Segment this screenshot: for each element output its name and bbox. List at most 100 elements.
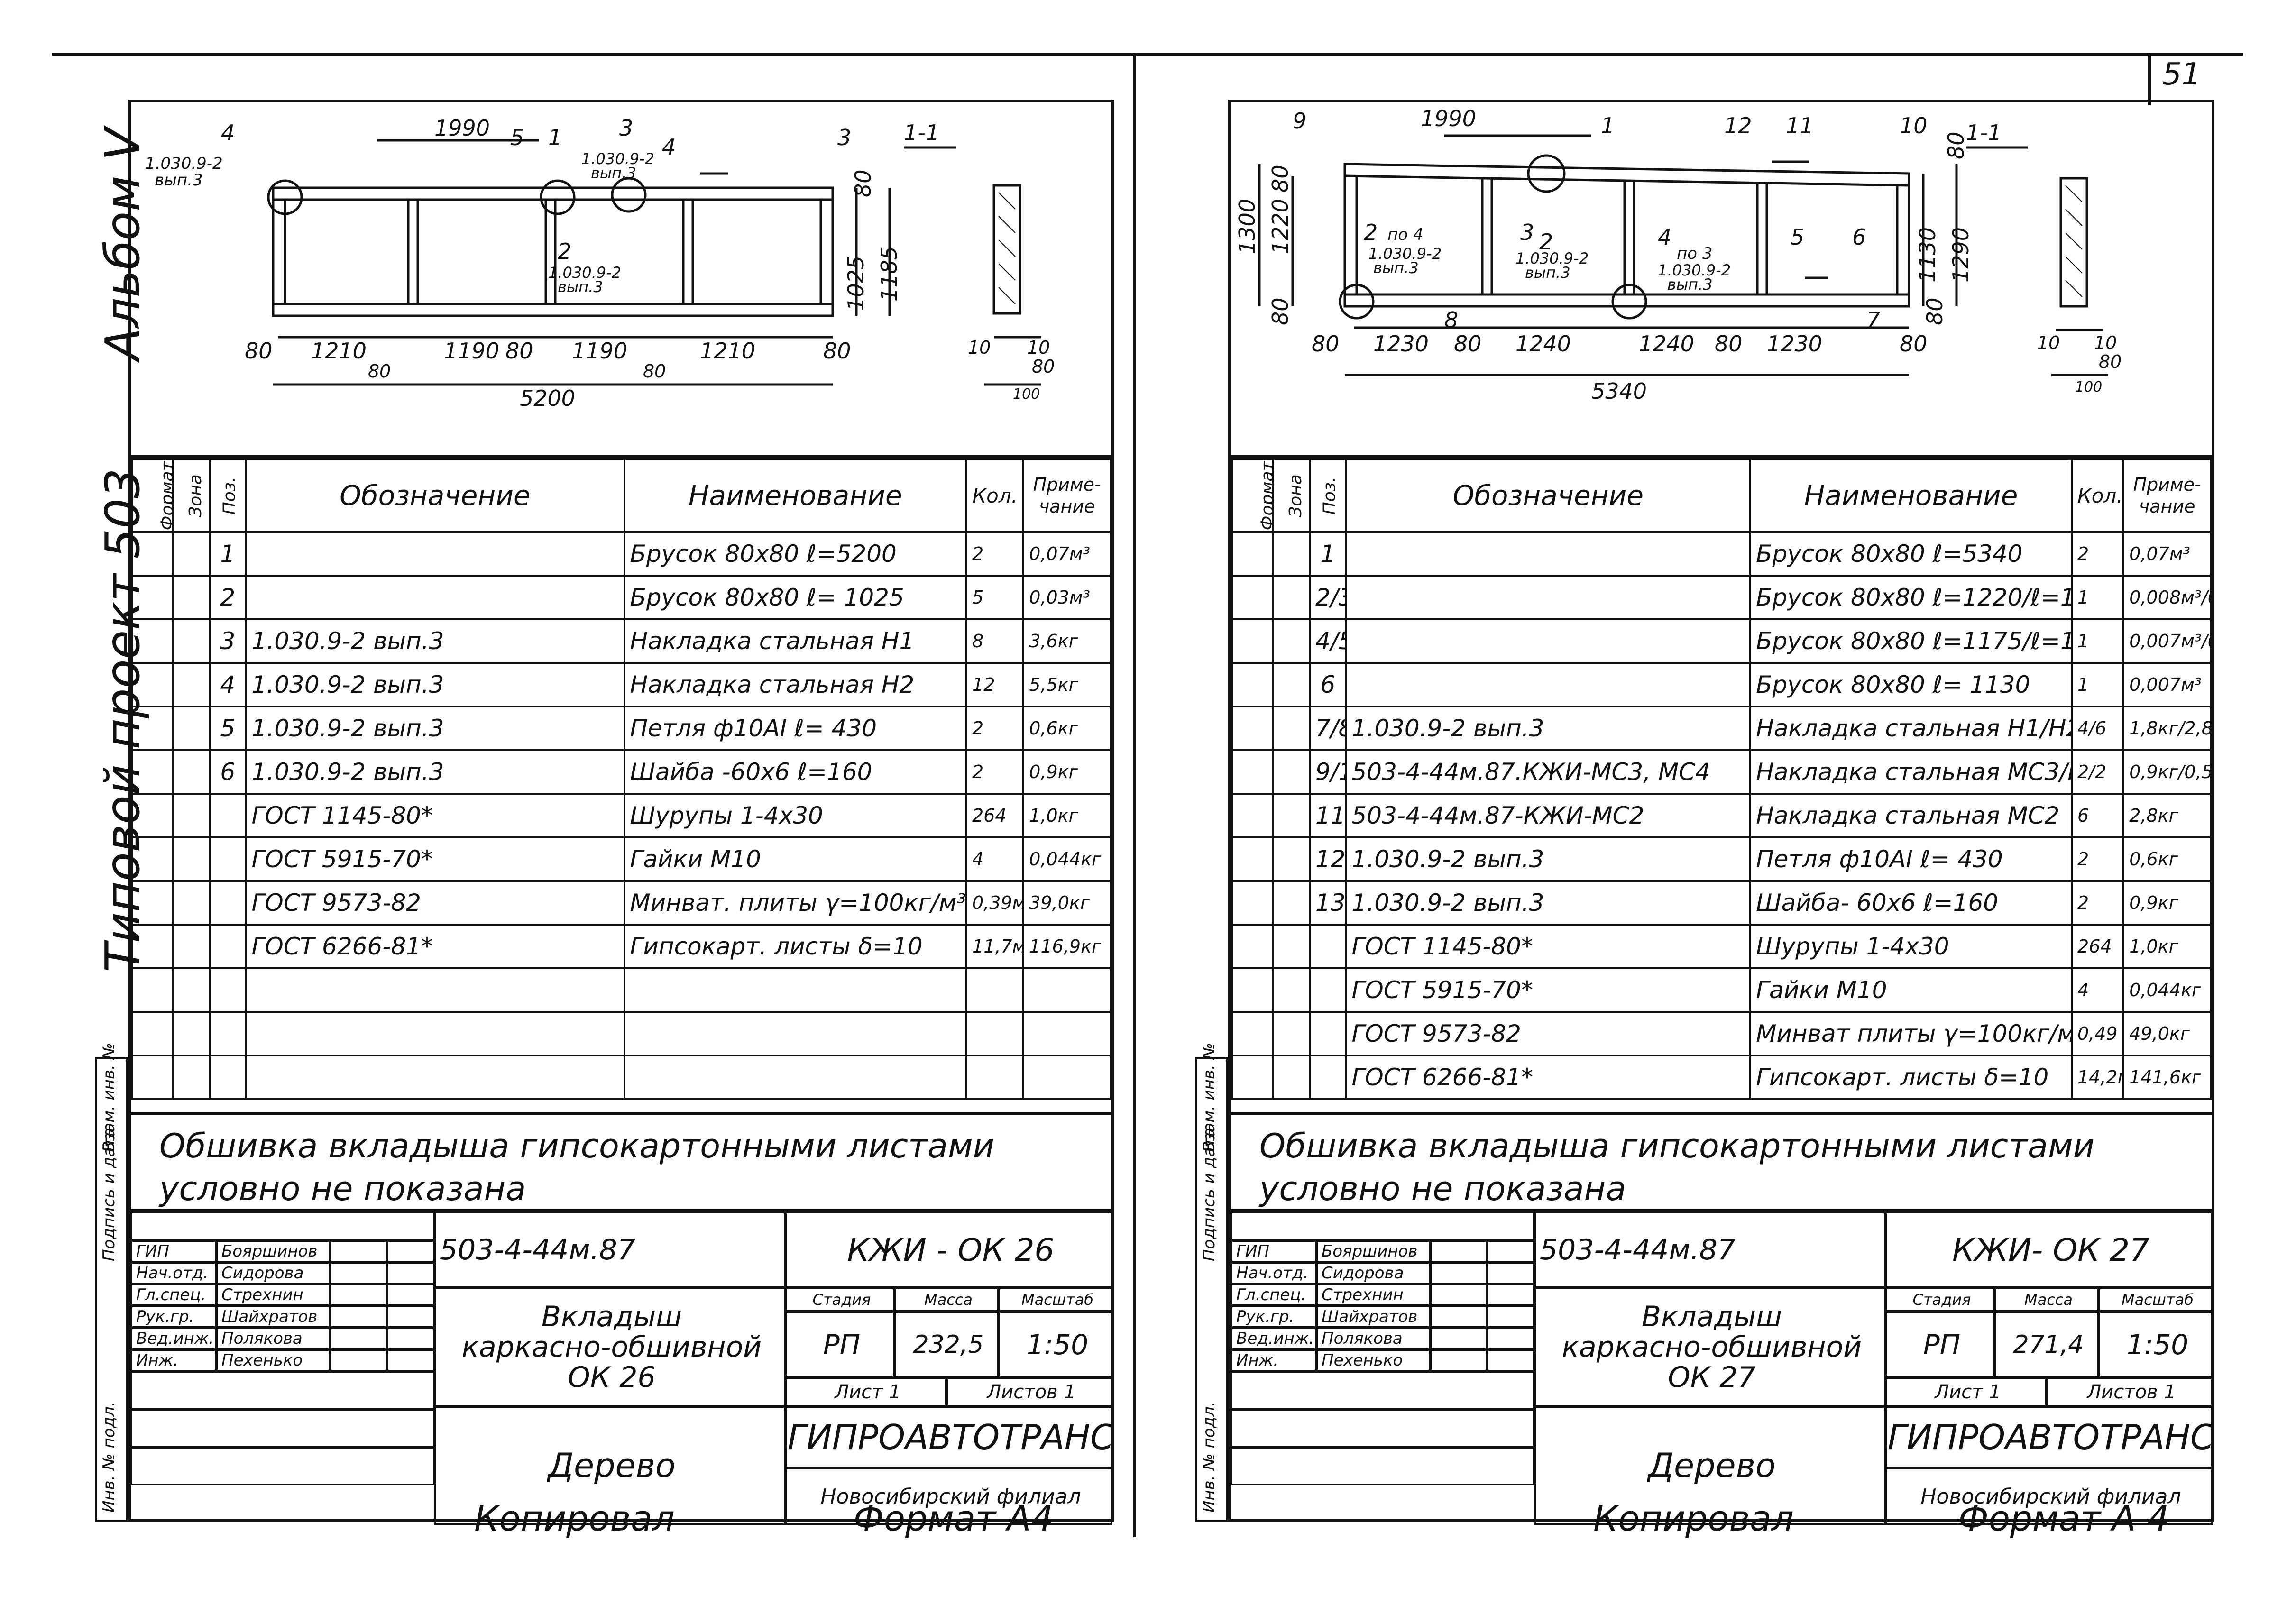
sheet-code: КЖИ- ОК 27 bbox=[1885, 1212, 2213, 1288]
signature-cell bbox=[1430, 1328, 1487, 1349]
qty-cell: 8 bbox=[965, 618, 1025, 664]
name-cell: Гайки М10 bbox=[1749, 967, 2073, 1013]
format-cell bbox=[1231, 662, 1275, 707]
designation-cell: ГОСТ 5915-70* bbox=[1345, 967, 1752, 1013]
note-cell: 0,6кг bbox=[1022, 706, 1111, 751]
svg-text:1210: 1210 bbox=[700, 338, 755, 364]
format-cell bbox=[130, 749, 174, 795]
pos-cell bbox=[208, 1055, 247, 1100]
qty-cell: 264 bbox=[2070, 924, 2125, 969]
header-zone: Зона bbox=[172, 458, 211, 533]
svg-text:5: 5 bbox=[1791, 224, 1804, 250]
qty-cell: 2 bbox=[965, 706, 1025, 751]
format-cell bbox=[130, 618, 174, 664]
svg-text:80: 80 bbox=[1312, 331, 1340, 357]
specification-table: Формат Зона Поз. Обозначение Наименовани… bbox=[1231, 458, 2212, 1100]
name-cell: Накладка стальная Н1 bbox=[623, 618, 968, 664]
sheet-label: Лист 1 bbox=[785, 1378, 946, 1406]
svg-text:3: 3 bbox=[837, 125, 851, 150]
header-format: Формат bbox=[1231, 458, 1275, 533]
date-cell bbox=[1487, 1240, 1534, 1262]
qty-cell: 2 bbox=[965, 531, 1025, 577]
scale-value: 1:50 bbox=[2099, 1312, 2213, 1378]
svg-text:10: 10 bbox=[2037, 332, 2060, 353]
title-line: Вкладыш bbox=[1641, 1300, 1782, 1333]
pos-cell bbox=[1308, 1011, 1347, 1056]
zone-cell bbox=[1272, 1011, 1311, 1056]
title-line: ОК 27 bbox=[1668, 1361, 1756, 1394]
svg-text:80: 80 bbox=[505, 338, 533, 364]
pos-cell bbox=[208, 967, 247, 1013]
name-cell: Петля ф10АI ℓ= 430 bbox=[1749, 836, 2073, 882]
designation-cell: ГОСТ 5915-70* bbox=[245, 836, 625, 882]
project-code: 503-4-44м.87 bbox=[434, 1212, 785, 1288]
pos-cell: 1 bbox=[208, 531, 247, 577]
note-cell: 0,9кг bbox=[2122, 880, 2212, 926]
svg-text:80: 80 bbox=[368, 361, 391, 382]
date-cell bbox=[387, 1349, 434, 1371]
pos-cell bbox=[1308, 967, 1347, 1013]
name-cell: Накладка стальная Н1/Н2 bbox=[1749, 706, 2073, 751]
branch: Новосибирский филиал bbox=[785, 1468, 1112, 1525]
format-cell bbox=[1231, 575, 1275, 620]
svg-text:1.030.9-2: 1.030.9-2 bbox=[1368, 245, 1442, 263]
svg-text:80: 80 bbox=[643, 361, 666, 382]
signature-cell bbox=[1430, 1306, 1487, 1328]
designation-cell bbox=[1345, 531, 1752, 577]
scale-label: Масштаб bbox=[2099, 1288, 2213, 1312]
note-line-2: условно не показана bbox=[1259, 1169, 1626, 1208]
signer-role: Вед.инж. bbox=[131, 1328, 216, 1349]
svg-text:1300: 1300 bbox=[1234, 199, 1260, 254]
qty-cell: 0,39м³ bbox=[965, 880, 1025, 926]
stamp-blank bbox=[1231, 1447, 1534, 1485]
note-cell: 0,044кг bbox=[1022, 836, 1111, 882]
note-cell: 3,6кг bbox=[1022, 618, 1111, 664]
pos-cell bbox=[1308, 1055, 1347, 1100]
pos-cell: 1 bbox=[1308, 531, 1347, 577]
name-cell: Гипсокарт. листы δ=10 bbox=[623, 924, 968, 969]
material: Дерево bbox=[1534, 1406, 1885, 1525]
format-cell bbox=[130, 1055, 174, 1100]
svg-text:1.030.9-2: 1.030.9-2 bbox=[548, 264, 621, 282]
designation-cell bbox=[245, 531, 625, 577]
pos-cell: 12 bbox=[1308, 836, 1347, 882]
sheets-label: Листов 1 bbox=[2047, 1378, 2213, 1406]
svg-text:9: 9 bbox=[1293, 108, 1306, 134]
svg-text:2: 2 bbox=[1539, 229, 1553, 255]
format-label: Формат А 4 bbox=[1958, 1498, 2169, 1539]
pos-cell: 11 bbox=[1308, 793, 1347, 838]
zone-cell bbox=[172, 662, 211, 707]
header-zone: Зона bbox=[1272, 458, 1311, 533]
copied-label: Копировал bbox=[474, 1498, 675, 1539]
top-rule bbox=[52, 53, 2243, 56]
signer-role: Инж. bbox=[1231, 1349, 1316, 1371]
designation-cell bbox=[245, 1055, 625, 1100]
format-cell bbox=[1231, 618, 1275, 664]
svg-text:8: 8 bbox=[1444, 307, 1458, 333]
stamp-blank bbox=[131, 1409, 434, 1447]
pos-cell: 4 bbox=[208, 662, 247, 707]
signer-role: Рук.гр. bbox=[1231, 1306, 1316, 1328]
svg-text:1185: 1185 bbox=[876, 246, 902, 302]
signature-cell bbox=[1430, 1284, 1487, 1306]
name-cell: Брусок 80x80 ℓ=5200 bbox=[623, 531, 968, 577]
signature-cell bbox=[1430, 1349, 1487, 1371]
qty-cell: 14,2м² bbox=[2070, 1055, 2125, 1100]
format-cell bbox=[1231, 1011, 1275, 1056]
svg-text:80: 80 bbox=[245, 338, 273, 364]
scale-value: 1:50 bbox=[999, 1312, 1112, 1378]
mass-label: Масса bbox=[894, 1288, 999, 1312]
note-line-1: Обшивка вкладыша гипсокартонными листами bbox=[159, 1127, 995, 1165]
spec-row bbox=[130, 1011, 1111, 1056]
qty-cell: 0,49 bbox=[2070, 1011, 2125, 1056]
